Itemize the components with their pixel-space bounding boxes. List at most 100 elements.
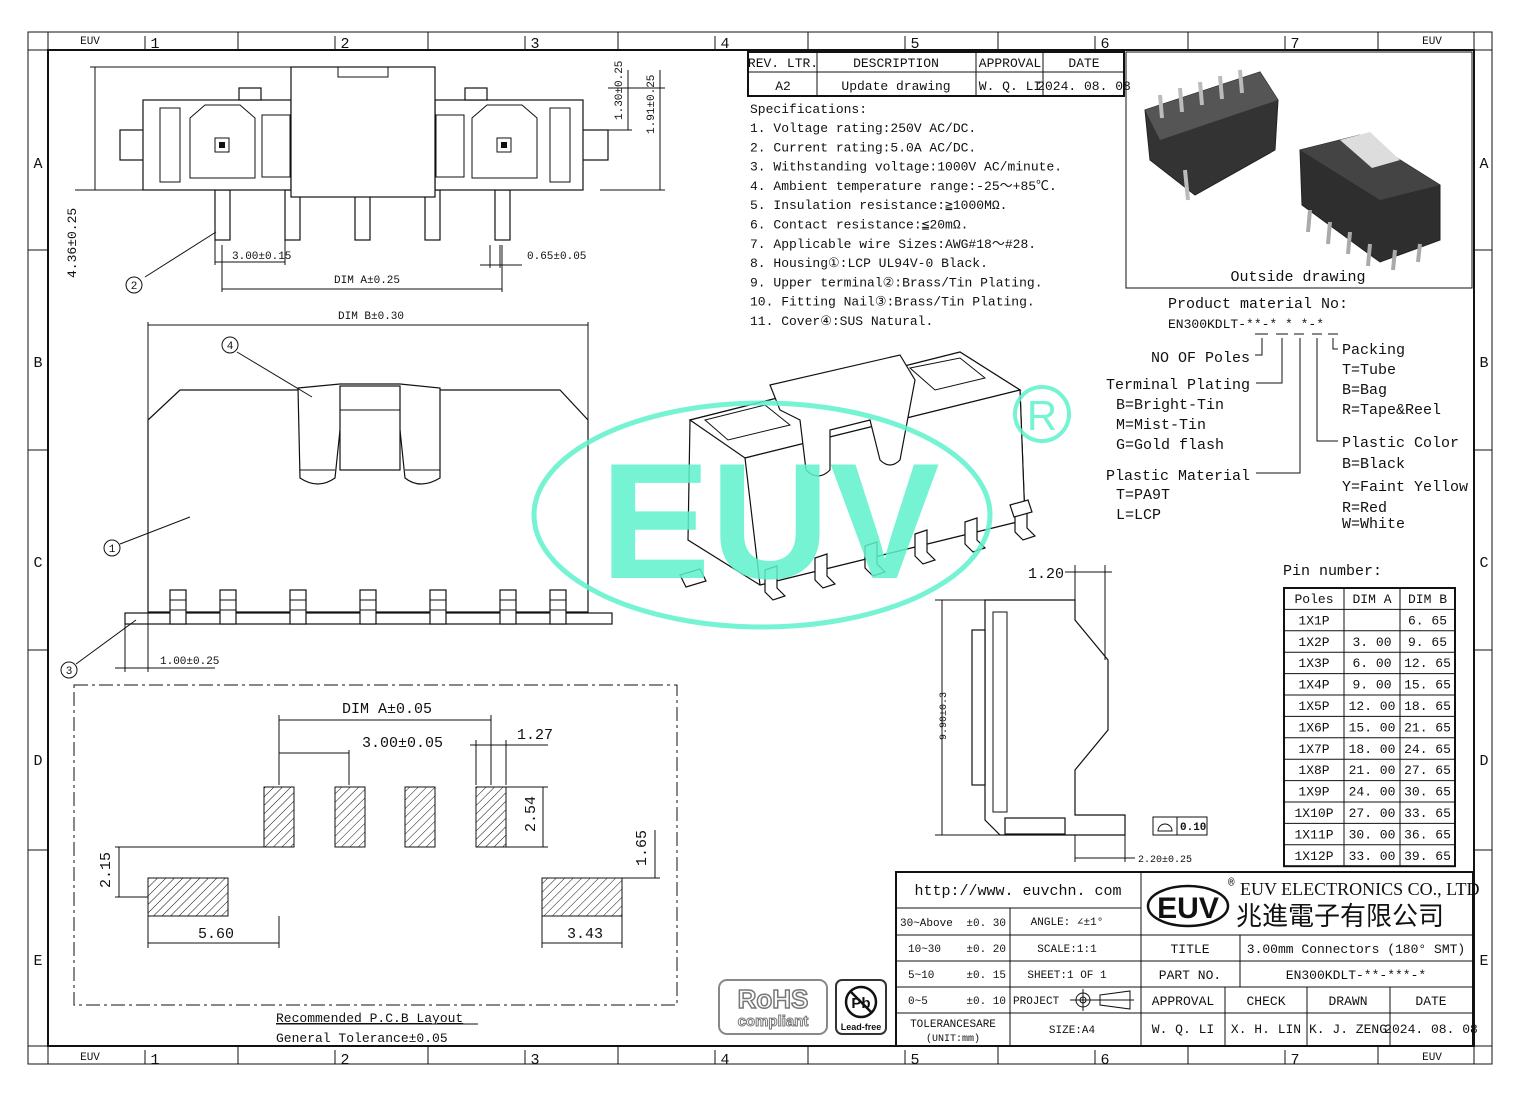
pin-table-cell: 1X10P	[1294, 806, 1333, 821]
pin-table-cell: 1X3P	[1298, 656, 1329, 671]
dim-side-1: 1.20	[1028, 566, 1064, 583]
zone-letter: D	[33, 753, 42, 770]
lead-free-text: Lead-free	[841, 1022, 882, 1032]
rev-ltr: A2	[775, 79, 791, 94]
pin-table-cell: 24. 65	[1404, 742, 1451, 757]
pin-table-cell: 30. 65	[1404, 785, 1451, 800]
rev-approval: W. Q. LI	[979, 79, 1041, 94]
signature-value: X. H. LIN	[1231, 1022, 1301, 1037]
pin-table-cell: 1X9P	[1298, 785, 1329, 800]
scale: SCALE:1:1	[1037, 944, 1097, 956]
signature-header: CHECK	[1246, 994, 1285, 1009]
packing-label: Packing	[1342, 342, 1405, 359]
pin-table-cell: 1X4P	[1298, 678, 1329, 693]
terminal-pin	[814, 553, 837, 589]
tolerance-value: ±0. 20	[966, 944, 1006, 956]
watermark-registered-mark	[1013, 385, 1071, 443]
pin-table-cell: 39. 65	[1404, 849, 1451, 864]
terminal-plating-option: G=Gold flash	[1116, 437, 1224, 454]
pcb-pitch: 3.00±0.05	[362, 735, 443, 752]
pin-table-cell: 6. 00	[1352, 656, 1391, 671]
signature-header: DRAWN	[1328, 994, 1367, 1009]
pin-table-cell: 1X2P	[1298, 635, 1329, 650]
pin-table-cell: 18. 65	[1404, 699, 1451, 714]
website-link[interactable]: http://www. euvchn. com	[914, 883, 1121, 900]
zone-letter: B	[1479, 355, 1488, 372]
specification-item: 2. Current rating:5.0A AC/DC.	[750, 140, 976, 155]
pcb-pad	[263, 786, 295, 848]
pin-table-cell: 1X1P	[1298, 613, 1329, 628]
rev-header-date: DATE	[1068, 56, 1099, 71]
pcb-offset: 2.15	[98, 852, 115, 888]
fitting-nail	[679, 568, 707, 588]
terminal-pin	[549, 589, 567, 625]
zone-number: 6	[1100, 1052, 1109, 1069]
title-block: http://www. euvchn. com EUV ® EUV ELECTR…	[895, 871, 1480, 1047]
pcb-layout: DIM A±0.05 3.00±0.05 1.27 2.54 2.15 1.65…	[73, 684, 678, 1046]
pin-table-cell: 1X11P	[1294, 827, 1333, 842]
pin-table-cell: 12. 65	[1404, 656, 1451, 671]
zone-number: 3	[530, 36, 539, 53]
pin-table-cell: 33. 00	[1349, 849, 1396, 864]
zone-number: 3	[530, 1052, 539, 1069]
callout-1: 1	[109, 544, 116, 556]
plastic-color-option: W=White	[1342, 516, 1405, 533]
outside-drawing-label: Outside drawing	[1230, 269, 1365, 286]
pcb-pad	[475, 786, 507, 848]
sheet-size: SIZE:A4	[1049, 1025, 1096, 1037]
tolerance-range: 5~10	[908, 970, 934, 982]
zone-number: 5	[910, 1052, 919, 1069]
rev-date: 2024. 08. 08	[1037, 79, 1131, 94]
zone-number: 4	[720, 36, 729, 53]
corner-brand: EUV	[1422, 1052, 1442, 1064]
rev-description: Update drawing	[841, 79, 950, 94]
side-view: DIM B±0.30 4 1 3 1.00±0.25	[60, 311, 613, 679]
title-value: 3.00mm Connectors (180° SMT)	[1247, 942, 1465, 957]
rev-header-description: DESCRIPTION	[853, 56, 939, 71]
terminal-pin	[219, 589, 237, 625]
pcb-pad	[404, 786, 436, 848]
terminal-pin	[289, 589, 307, 625]
plastic-material-label: Plastic Material	[1106, 468, 1250, 485]
sheet: SHEET:1 OF 1	[1027, 970, 1107, 982]
pin-table-cell: 21. 65	[1404, 720, 1451, 735]
callout-4: 4	[227, 341, 234, 353]
zone-letter: C	[33, 555, 42, 572]
revision-table: REV. LTR. DESCRIPTION APPROVAL DATE A2 U…	[747, 51, 1131, 97]
signature-value: 2024. 08. 08	[1384, 1022, 1478, 1037]
dim-top-2: 1.91±0.25	[646, 75, 658, 134]
zone-letter: A	[33, 156, 42, 173]
pin-table-cell: 1X6P	[1298, 720, 1329, 735]
watermark-ellipse	[531, 400, 993, 630]
dim-a: DIM A±0.25	[334, 275, 400, 287]
title-label: TITLE	[1170, 942, 1209, 957]
plastic-material-option: T=PA9T	[1116, 487, 1170, 504]
pcb-nail-width: 3.43	[567, 926, 603, 943]
terminal-plating-option: M=Mist-Tin	[1116, 417, 1206, 434]
zone-number: 2	[340, 1052, 349, 1069]
dim-height: 4.36±0.25	[65, 208, 80, 278]
plastic-color-label: Plastic Color	[1342, 435, 1459, 452]
pin-table-cell: 3. 00	[1352, 635, 1391, 650]
dim-b: DIM B±0.30	[338, 311, 404, 323]
zone-number: 1	[150, 1052, 159, 1069]
tolerances-label: TOLERANCESARE	[910, 1019, 996, 1031]
lead-free-logo: Pb Lead-free	[835, 979, 887, 1035]
poles-label: NO OF Poles	[1151, 350, 1250, 367]
plastic-material-option: L=LCP	[1116, 507, 1161, 524]
side-profile-view: 1.20 9.90±0.3 2.20±0.25 0.10	[935, 565, 1208, 866]
terminal-pin	[914, 529, 937, 565]
part-no-label: PART NO.	[1159, 968, 1221, 983]
watermark-text: EUV	[600, 429, 939, 613]
terminal-plating-option: B=Bright-Tin	[1116, 397, 1224, 414]
product-material-title: Product material No:	[1168, 296, 1348, 313]
tolerance-value: ±0. 10	[966, 996, 1006, 1008]
registered-mark: ®	[1228, 878, 1235, 890]
signature-header: DATE	[1415, 994, 1446, 1009]
zone-number: 7	[1290, 1052, 1299, 1069]
watermark-registered-letter: R	[1027, 392, 1057, 439]
connector-photo-1	[1144, 69, 1279, 201]
